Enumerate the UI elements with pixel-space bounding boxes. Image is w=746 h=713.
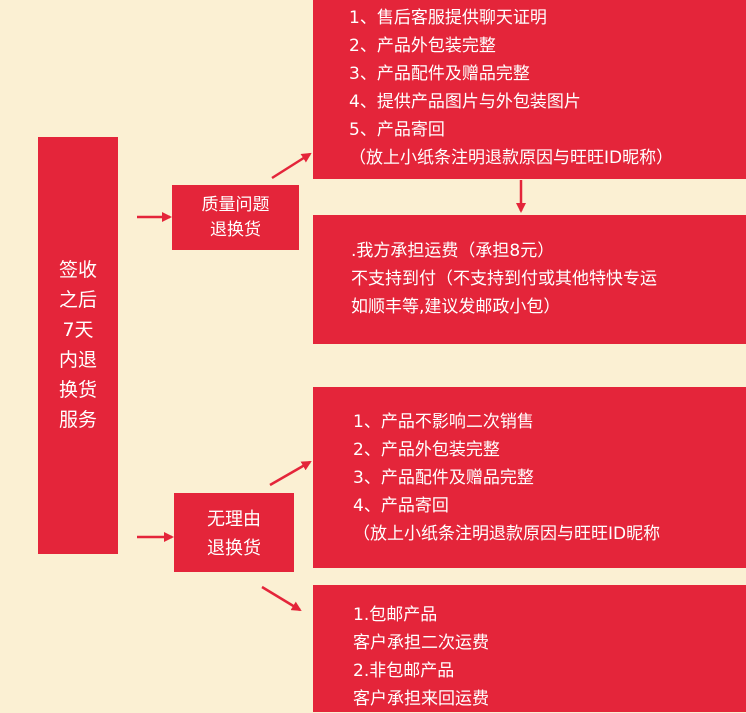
quality-requirement-item: 3、产品配件及赠品完整 — [349, 64, 530, 84]
no-reason-requirement-item: 3、产品配件及赠品完整 — [353, 468, 534, 488]
quality-requirement-item: 1、售后客服提供聊天证明 — [349, 8, 547, 28]
quality-requirement-item: 5、产品寄回 — [349, 120, 445, 140]
no-reason-shipping-fee-box: 1.包邮产品 客户承担二次运费 2.非包邮产品 客户承担来回运费 — [313, 585, 746, 712]
arrow-quality-to-requirements — [271, 152, 312, 180]
quality-issue-box: 质量问题 退换货 — [172, 185, 299, 250]
quality-requirement-item: 2、产品外包装完整 — [349, 36, 496, 56]
no-reason-requirement-item: 4、产品寄回 — [353, 496, 449, 516]
no-reason-label: 退换货 — [207, 538, 261, 559]
return-service-line: 7天 — [62, 319, 94, 341]
quality-issue-label: 退换货 — [210, 220, 261, 240]
return-service-line: 服务 — [58, 409, 97, 431]
quality-fee-line: .我方承担运费（承担8元） — [351, 241, 555, 261]
arrow-no-reason-to-fee — [261, 585, 302, 612]
no-reason-fee-line: 客户承担来回运费 — [353, 689, 489, 709]
return-service-line: 签收 — [58, 259, 97, 281]
return-service-line: 内退 — [58, 349, 97, 371]
arrow-no-reason-to-requirements — [269, 460, 312, 487]
return-service-line: 之后 — [58, 289, 97, 311]
no-reason-box: 无理由 退换货 — [174, 493, 294, 572]
no-reason-fee-line: 客户承担二次运费 — [353, 633, 489, 653]
no-reason-fee-line: 1.包邮产品 — [353, 605, 438, 625]
no-reason-requirement-item: 2、产品外包装完整 — [353, 440, 500, 460]
quality-requirement-item: 4、提供产品图片与外包装图片 — [349, 92, 581, 112]
no-reason-fee-line: 2.非包邮产品 — [353, 661, 455, 681]
no-reason-requirements-box: 1、产品不影响二次销售 2、产品外包装完整 3、产品配件及赠品完整 4、产品寄回… — [313, 387, 746, 568]
quality-requirement-item: （放上小纸条注明退款原因与旺旺ID昵称） — [349, 148, 674, 168]
no-reason-requirement-item: （放上小纸条注明退款原因与旺旺ID昵称 — [353, 524, 661, 544]
no-reason-label: 无理由 — [207, 509, 261, 530]
quality-issue-label: 质量问题 — [201, 195, 270, 215]
quality-fee-line: 如顺丰等,建议发邮政小包） — [351, 297, 561, 317]
quality-shipping-fee-box: .我方承担运费（承担8元） 不支持到付（不支持到付或其他特快专运 如顺丰等,建议… — [313, 215, 746, 344]
return-service-line: 换货 — [58, 379, 97, 401]
return-service-box: 签收 之后 7天 内退 换货 服务 — [38, 137, 118, 554]
no-reason-requirement-item: 1、产品不影响二次销售 — [353, 412, 534, 432]
quality-fee-line: 不支持到付（不支持到付或其他特快专运 — [351, 269, 657, 289]
quality-requirements-box: 1、售后客服提供聊天证明 2、产品外包装完整 3、产品配件及赠品完整 4、提供产… — [313, 0, 746, 179]
